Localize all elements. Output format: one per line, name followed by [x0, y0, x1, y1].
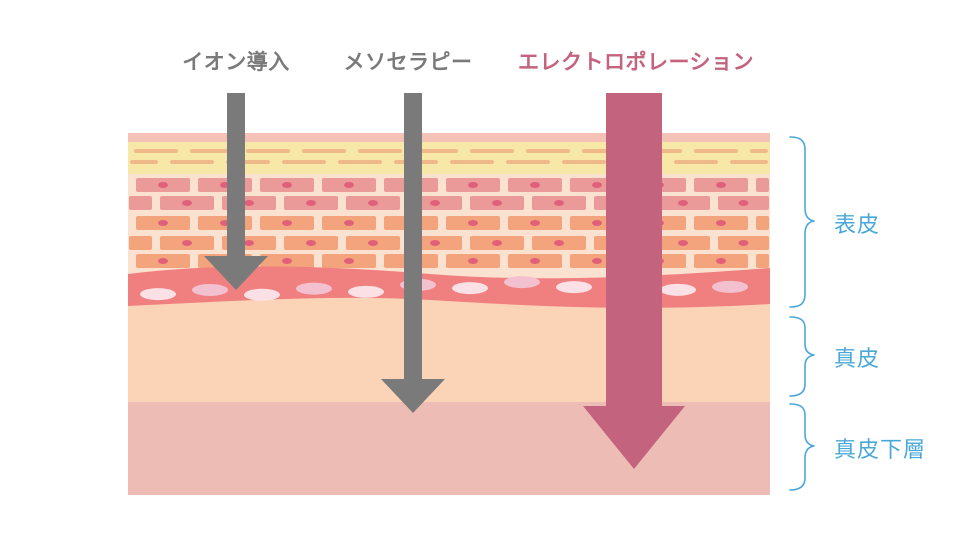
ion-method-label: イオン導入: [182, 49, 290, 74]
cell-nucleus: [182, 240, 192, 246]
corneum-cell: [674, 160, 718, 164]
cell-nucleus: [306, 240, 316, 246]
meso-arrow-shaft: [404, 93, 422, 379]
dermis-label: 真皮: [834, 347, 881, 372]
corneum-cell: [694, 149, 738, 153]
cell-nucleus: [592, 220, 602, 226]
cell-nucleus: [530, 220, 540, 226]
corneum-cell: [170, 160, 214, 164]
cell-nucleus: [344, 220, 354, 226]
electro-arrow: [583, 93, 685, 469]
corneum-cell: [282, 160, 326, 164]
cell-nucleus: [678, 240, 688, 246]
electro-arrow-shaft: [606, 93, 662, 406]
corneum-cell: [414, 149, 458, 153]
cell-nucleus: [554, 240, 564, 246]
cell-nucleus: [368, 240, 378, 246]
corneum-cell: [134, 149, 178, 153]
cell-nucleus: [158, 182, 168, 188]
basal-cell: [296, 282, 332, 295]
corneum-cell: [246, 149, 290, 153]
cell-nucleus: [468, 220, 478, 226]
cell-nucleus: [182, 200, 192, 206]
cell-nucleus: [244, 240, 254, 246]
corneum-cell: [730, 160, 768, 164]
cell-nucleus: [716, 220, 726, 226]
corneum-cell: [358, 149, 402, 153]
corneum-cell: [750, 149, 768, 153]
corneum-cell: [130, 160, 158, 164]
cell-nucleus: [468, 258, 478, 264]
basal-cell: [504, 276, 540, 289]
cell-nucleus: [530, 258, 540, 264]
cell-nucleus: [492, 200, 502, 206]
dermis-bracket: [789, 316, 815, 397]
cell-nucleus: [368, 200, 378, 206]
ion-arrow: [204, 93, 268, 290]
epidermal-cell: [129, 196, 152, 210]
cell-nucleus: [282, 220, 292, 226]
spinous-cells: [129, 178, 769, 268]
corneum-cell: [562, 160, 606, 164]
cell-nucleus: [554, 200, 564, 206]
cell-nucleus: [738, 200, 749, 206]
basal-cell: [660, 283, 696, 296]
epidermal-cell: [756, 216, 769, 230]
corneum-cell: [302, 149, 346, 153]
basal-cell: [452, 282, 488, 295]
cell-nucleus: [344, 182, 354, 188]
corneum-cell: [338, 160, 382, 164]
cell-nucleus: [430, 200, 440, 206]
cell-nucleus: [306, 200, 316, 206]
electro-arrow-head: [583, 406, 685, 469]
skin-surface: [128, 133, 770, 142]
meso-arrow-head: [381, 379, 445, 413]
corneum-cell: [470, 149, 514, 153]
stratum-corneum: [128, 142, 770, 174]
ion-arrow-head: [204, 256, 268, 290]
cell-nucleus: [716, 258, 726, 264]
corneum-cell: [506, 160, 550, 164]
cell-nucleus: [282, 258, 292, 264]
cell-nucleus: [344, 258, 354, 264]
epidermal-cell: [129, 236, 152, 250]
basal-cell: [712, 280, 748, 293]
basal-cell: [348, 285, 384, 298]
subcutis-bracket: [789, 403, 815, 491]
cell-nucleus: [738, 240, 749, 246]
cell-nucleus: [158, 258, 168, 264]
corneum-cell: [190, 149, 234, 153]
subcutis-label: 真皮下層: [834, 438, 927, 463]
epidermal-cell: [756, 254, 769, 268]
cell-nucleus: [530, 182, 540, 188]
epidermal-cell: [756, 178, 769, 192]
electro-method-label: エレクトロポレーション: [517, 49, 755, 74]
basal-cell: [192, 283, 228, 296]
epidermis-bracket: [789, 136, 815, 308]
cell-nucleus: [492, 240, 502, 246]
cell-nucleus: [716, 182, 726, 188]
cell-nucleus: [244, 200, 254, 206]
meso-method-label: メソセラピー: [343, 49, 473, 74]
basal-cell: [244, 288, 280, 301]
ion-arrow-shaft: [227, 93, 245, 256]
cell-nucleus: [430, 240, 440, 246]
dermis-layer: [128, 290, 770, 402]
corneum-cell: [526, 149, 570, 153]
cell-nucleus: [592, 258, 602, 264]
corneum-cell: [450, 160, 494, 164]
cell-nucleus: [592, 182, 602, 188]
cell-nucleus: [282, 182, 292, 188]
meso-arrow: [381, 93, 445, 413]
cell-nucleus: [678, 200, 688, 206]
basal-cell: [556, 281, 592, 294]
cell-nucleus: [468, 182, 478, 188]
basal-cell: [140, 288, 176, 301]
epidermis-label: 表皮: [834, 213, 881, 238]
cell-nucleus: [158, 220, 168, 226]
